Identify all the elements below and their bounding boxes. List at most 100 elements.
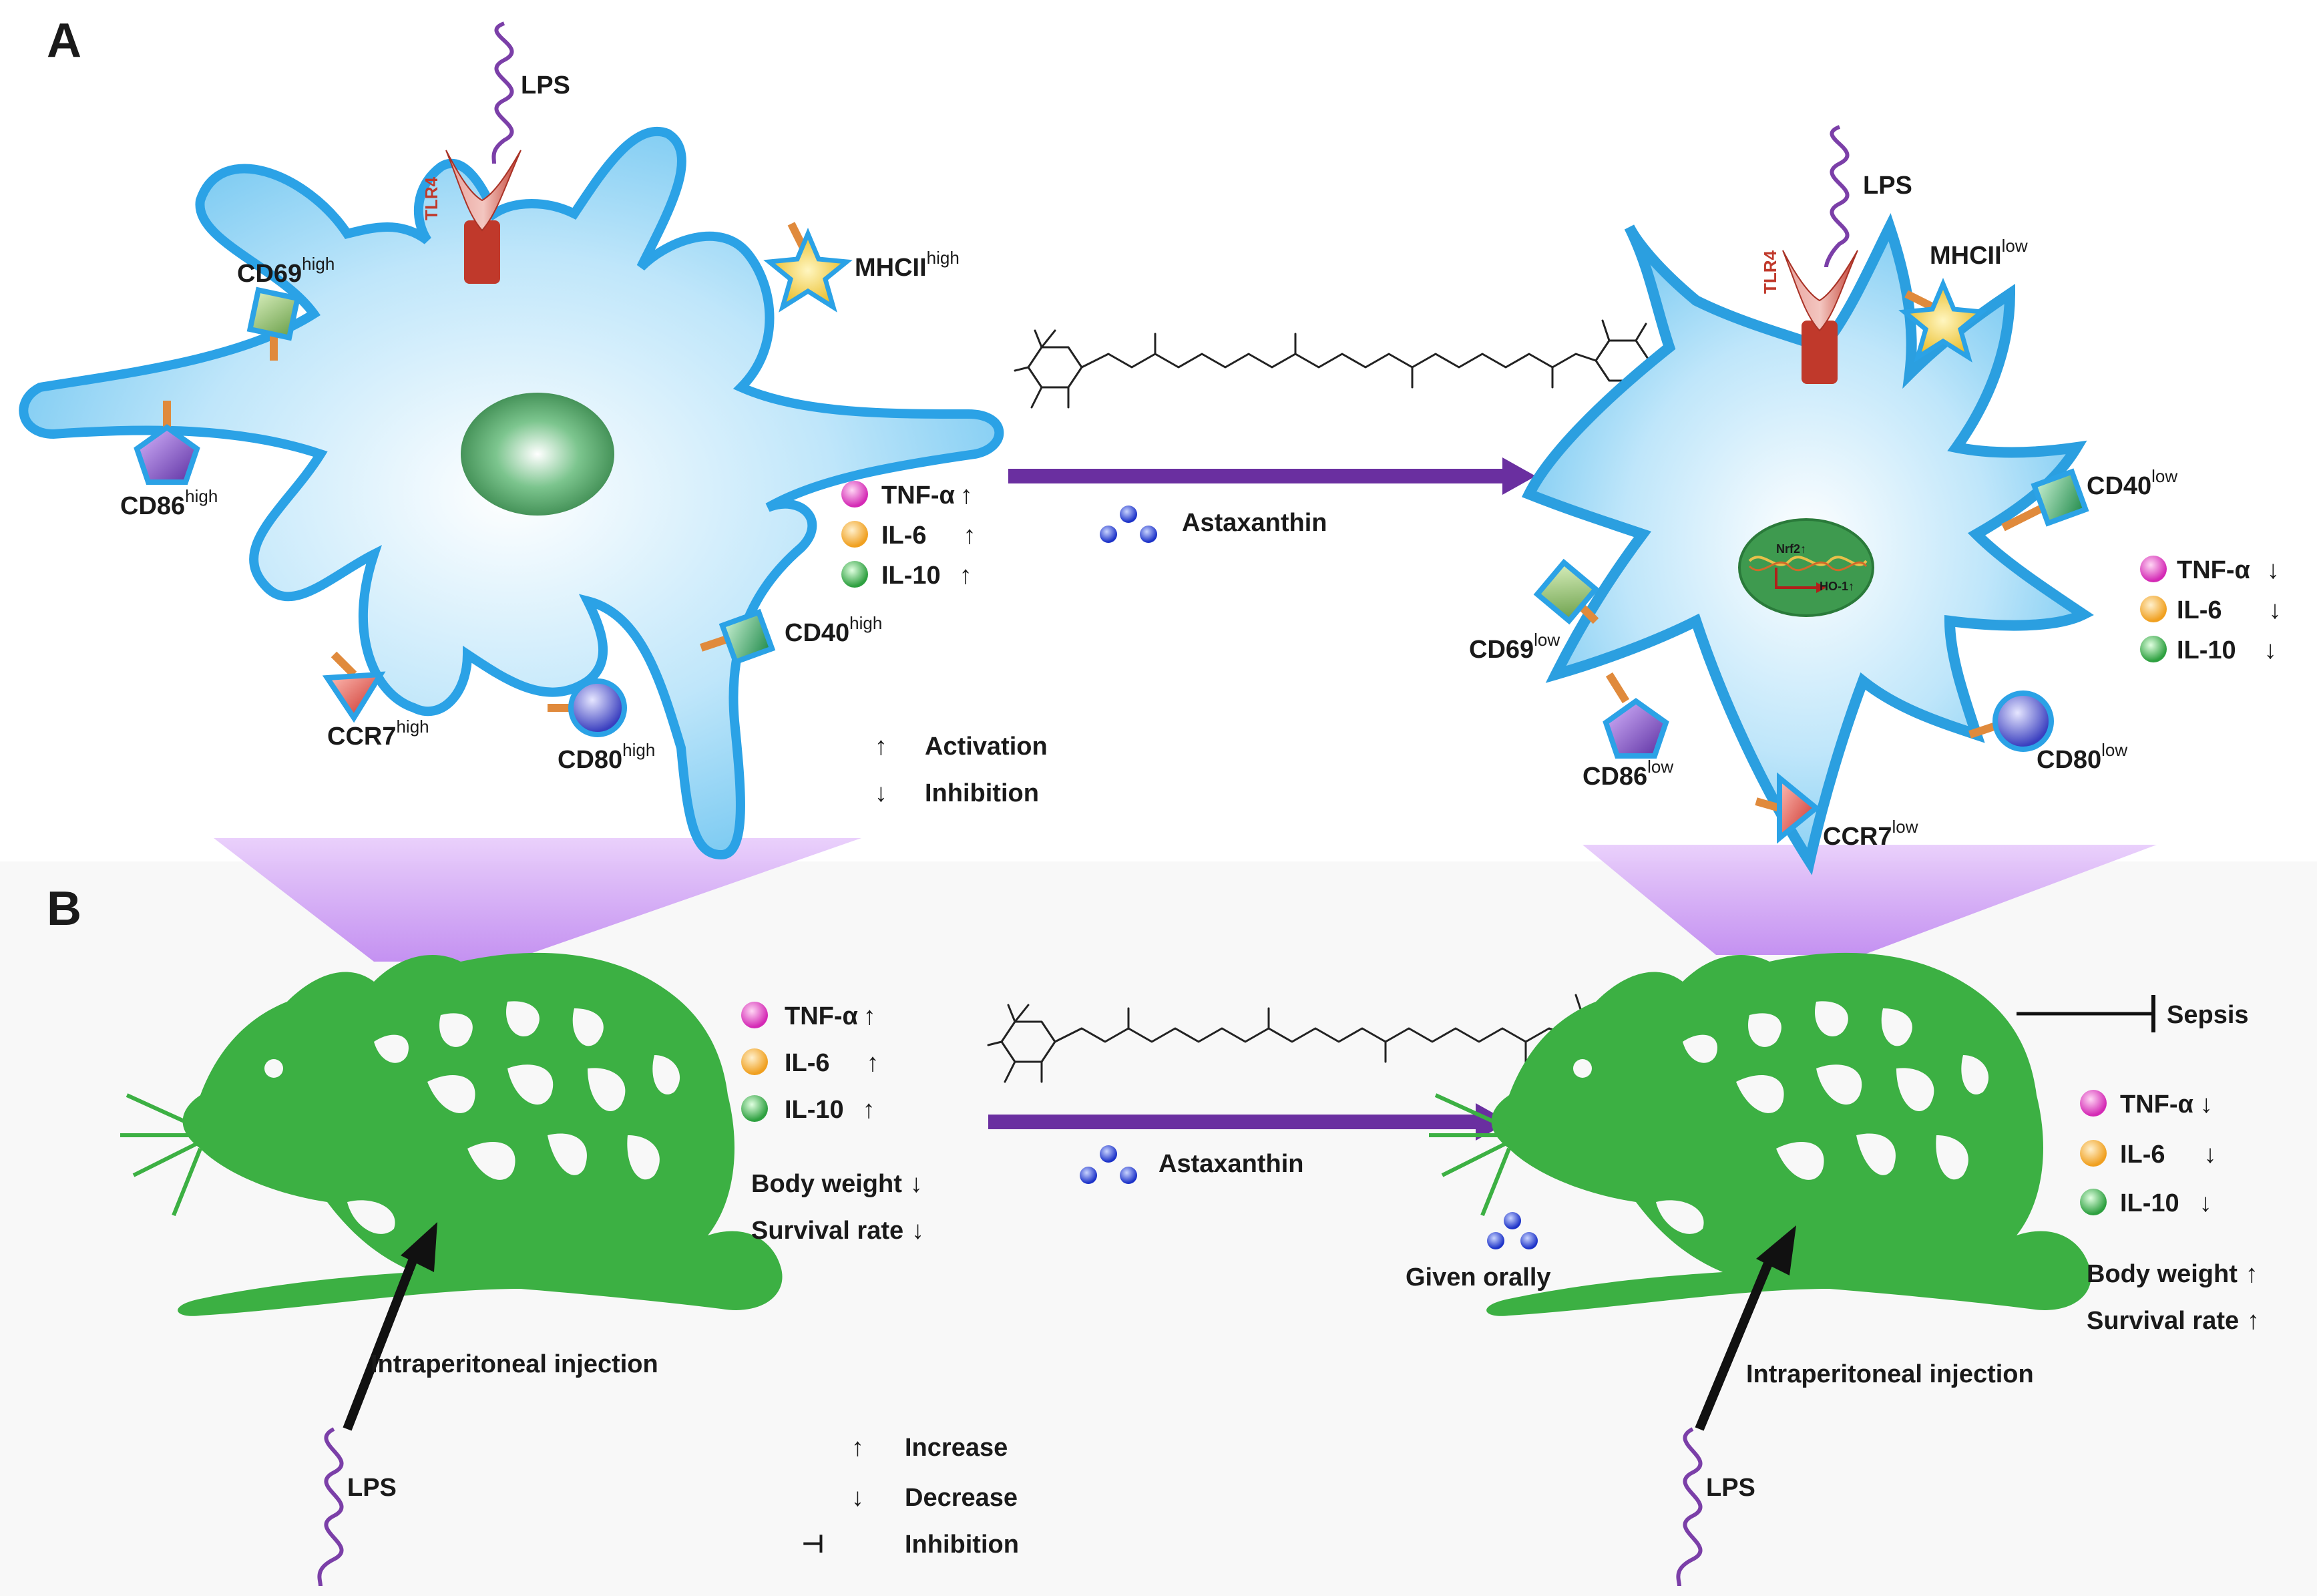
right-cell-tnf-label: TNF-α↓ <box>2177 556 2280 584</box>
il10-ball <box>841 561 868 588</box>
right-tlr4-receptor: TLR4 <box>1760 250 1858 384</box>
left-mouse-pattern <box>264 1001 680 1234</box>
right-cd86-marker <box>1603 672 1669 759</box>
top-treatment-arrow-head <box>1502 457 1536 495</box>
right-mouse-cytokines: TNF-α↓ IL-6↓ IL-10↓ <box>2080 1090 2217 1217</box>
left-mouse-il6-label: IL-6↑ <box>785 1049 879 1077</box>
right-injection-arrow <box>1695 1250 1777 1431</box>
tnf-ball <box>841 481 868 508</box>
left-cd69-marker <box>246 286 301 361</box>
right-cd80-label: CD80low <box>2037 740 2127 774</box>
given-orally-dots <box>1487 1212 1538 1249</box>
right-nucleus-arrow-head <box>1816 582 1826 593</box>
right-mouse-pattern <box>1573 1001 1989 1234</box>
right-injection-label: Intraperitoneal injection <box>1746 1360 2034 1388</box>
left-cell-tnf-label: TNF-α↑ <box>881 481 973 510</box>
right-bottom-lps-strand <box>1676 1427 1703 1587</box>
left-cd80-marker <box>548 678 627 737</box>
left-tlr4-label: TLR4 <box>421 176 441 220</box>
right-ccr7-marker <box>1755 772 1821 844</box>
right-cd40-label: CD40low <box>2087 466 2177 500</box>
left-lps-strand <box>491 21 514 164</box>
left-cd80-label: CD80high <box>558 740 655 774</box>
legend-b-decrease-arrow: ↓ <box>851 1484 864 1512</box>
left-body-weight-label: Body weight↓ <box>751 1170 923 1198</box>
left-lps-label: LPS <box>521 71 570 99</box>
right-mouse-il6-label: IL-6↓ <box>2120 1141 2217 1169</box>
right-mouse <box>1429 952 2091 1316</box>
left-bottom-lps-label: LPS <box>347 1474 397 1502</box>
right-projection-cone <box>1583 845 2157 955</box>
legend-b-increase-arrow: ↑ <box>851 1434 864 1462</box>
legend-a-activation-arrow: ↑ <box>875 733 887 761</box>
right-bottom-lps-label: LPS <box>1706 1474 1755 1502</box>
right-cell-il6-label: IL-6↓ <box>2177 596 2282 624</box>
left-ccr7-marker <box>322 651 386 723</box>
right-cell-cytokines: TNF-α↓ IL-6↓ IL-10↓ <box>2140 556 2282 664</box>
left-ccr7-label: CCR7high <box>327 717 429 751</box>
left-mouse <box>120 952 783 1316</box>
left-cell-il10-label: IL-10↑ <box>881 562 972 590</box>
left-cd40-label: CD40high <box>785 613 882 647</box>
right-mouse-tnf-label: TNF-α↓ <box>2120 1090 2213 1119</box>
right-mhcii-marker <box>1898 277 1988 363</box>
top-astaxanthin-dots <box>1100 506 1157 543</box>
right-ccr7-label: CCR7low <box>1823 817 1918 851</box>
bottom-astaxanthin-dots <box>1080 1145 1137 1184</box>
il6-ball <box>841 521 868 548</box>
right-mouse-il10-label: IL-10↓ <box>2120 1189 2212 1217</box>
right-lps-label: LPS <box>1863 172 1912 200</box>
left-mouse-tnf-label: TNF-α↑ <box>785 1002 876 1030</box>
right-cd86-label: CD86low <box>1583 757 1673 791</box>
right-cell-il10-label: IL-10↓ <box>2177 636 2277 664</box>
left-injection-label: Intraperitoneal injection <box>371 1350 658 1378</box>
left-cd86-marker <box>134 401 200 485</box>
left-cd69-label: CD69high <box>237 254 335 288</box>
right-mhcii-label: MHCIIlow <box>1930 236 2028 270</box>
given-orally-label: Given orally <box>1406 1263 1551 1291</box>
legend-b-increase-label: Increase <box>905 1434 1008 1462</box>
right-mouse-body <box>1486 952 2091 1316</box>
ho1-label: HO-1↑ <box>1820 580 1854 593</box>
left-injection-arrow-head <box>401 1222 437 1272</box>
left-injection-arrow <box>343 1247 422 1431</box>
right-dendritic-cell: Nrf2↑ HO-1↑ <box>1521 213 2094 875</box>
left-bottom-lps-strand <box>317 1427 344 1587</box>
left-mouse-body <box>178 952 783 1316</box>
legend-b-inhibition-label: Inhibition <box>905 1531 1019 1559</box>
right-cd69-label: CD69low <box>1469 630 1560 664</box>
left-tlr4-receptor: TLR4 <box>421 150 521 284</box>
astaxanthin-structure-top <box>1014 319 1667 409</box>
right-nucleus-dna-2 <box>1748 561 1868 572</box>
right-cd80-marker <box>1968 690 2054 752</box>
legend-a-inhibition-arrow: ↓ <box>875 779 887 807</box>
right-nucleus-arrow <box>1775 568 1816 589</box>
right-survival-rate-label: Survival rate↑ <box>2087 1307 2260 1335</box>
left-mhcii-label: MHCIIhigh <box>855 248 960 282</box>
right-injection-arrow-head <box>1756 1225 1796 1275</box>
bottom-astaxanthin-label: Astaxanthin <box>1158 1150 1303 1178</box>
legend-a-inhibition-label: Inhibition <box>925 779 1039 807</box>
nrf2-label: Nrf2↑ <box>1776 542 1806 556</box>
right-mouse-whiskers <box>1429 1093 1511 1217</box>
legend-b-inhibition-symbol: ⊣ <box>801 1531 825 1559</box>
legend-b: ↑ Increase ↓ Decrease ⊣ Inhibition <box>801 1434 1019 1559</box>
legend-a: ↑ Activation ↓ Inhibition <box>875 733 1048 807</box>
legend-b-decrease-label: Decrease <box>905 1484 1018 1512</box>
left-cd86-label: CD86high <box>120 486 218 520</box>
right-tlr4-label: TLR4 <box>1760 250 1780 294</box>
left-dendritic-cell <box>19 127 1004 860</box>
right-cd40-marker <box>2001 468 2089 532</box>
left-cell-cytokines: TNF-α↑ IL-6↑ IL-10↑ <box>841 481 976 590</box>
left-mouse-il10-label: IL-10↑ <box>785 1096 875 1124</box>
right-nucleus-dna <box>1748 556 1868 566</box>
left-cell-nucleus <box>461 393 614 516</box>
left-survival-rate-label: Survival rate↓ <box>751 1217 924 1245</box>
right-cd69-marker <box>1533 558 1600 625</box>
left-cell-il6-label: IL-6↑ <box>881 522 976 550</box>
legend-a-activation-label: Activation <box>925 733 1048 761</box>
left-cd40-marker <box>700 608 776 666</box>
panel-b-letter: B <box>47 882 81 936</box>
right-body-weight-label: Body weight↑ <box>2087 1260 2258 1288</box>
